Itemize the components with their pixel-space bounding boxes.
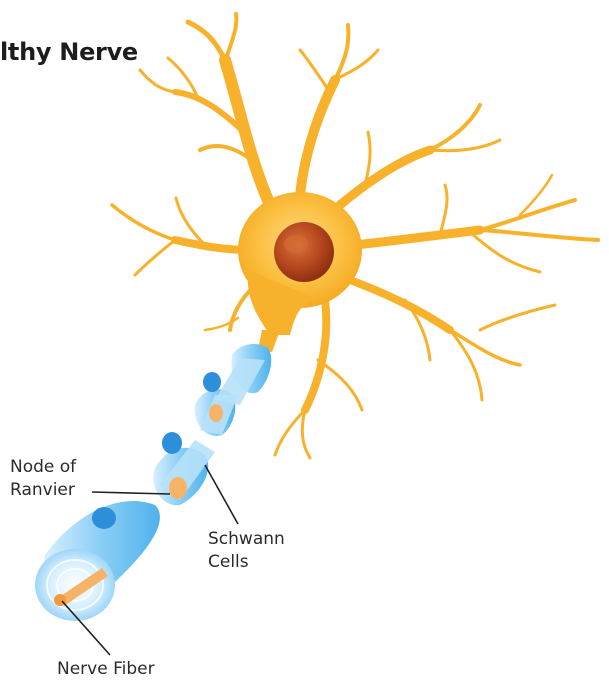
axon-cross-section (35, 549, 115, 621)
label-schwann-cells: Schwann Cells (208, 528, 285, 574)
label-schwann-line1: Schwann (208, 528, 285, 551)
label-node-of-ranvier-line1: Node of (10, 456, 76, 479)
label-schwann-line2: Cells (208, 551, 285, 574)
label-node-of-ranvier-line2: Ranvier (10, 479, 76, 502)
diagram-title: lthy Nerve (0, 38, 138, 66)
label-nerve-fiber: Nerve Fiber (57, 658, 155, 681)
nucleus (274, 222, 334, 282)
label-node-of-ranvier: Node of Ranvier (10, 456, 76, 502)
